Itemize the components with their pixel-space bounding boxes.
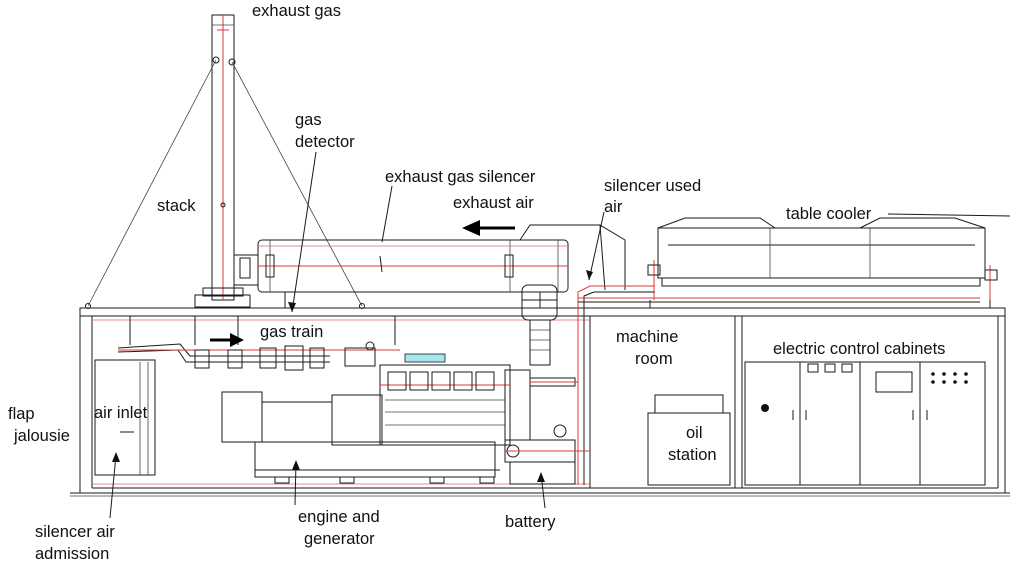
gas-train-arrow xyxy=(210,333,244,347)
table-cooler xyxy=(647,217,998,308)
label-machine-room-line1: machine xyxy=(616,328,679,346)
label-silencer-air-admission-line2: admission xyxy=(35,545,110,563)
exhaust-gas-silencer xyxy=(257,224,626,308)
label-gas-detector-line2: detector xyxy=(295,133,355,151)
engine-and-generator xyxy=(221,364,590,485)
label-flap-jalousie-line1: flap xyxy=(8,405,35,423)
label-oil-station-line2: station xyxy=(668,446,717,464)
label-exhaust-gas-silencer: exhaust gas silencer xyxy=(385,168,536,186)
label-silencer-air-admission-line1: silencer air xyxy=(35,523,115,541)
electric-control-cabinets xyxy=(744,361,986,486)
label-silencer-used-line2: air xyxy=(604,198,623,216)
label-silencer-used-line1: silencer used xyxy=(604,177,702,195)
label-exhaust-gas: exhaust gas xyxy=(252,2,341,20)
label-oil-station-line1: oil xyxy=(686,424,703,442)
label-gas-train: gas train xyxy=(260,323,324,341)
air-inlet-jalousie xyxy=(94,359,156,476)
leader-lines xyxy=(109,151,1011,519)
label-machine-room-line2: room xyxy=(635,350,673,368)
label-stack: stack xyxy=(157,197,196,215)
gas-train xyxy=(117,316,446,371)
exhaust-air-arrow xyxy=(462,220,515,236)
container-enclosure xyxy=(70,307,1010,497)
label-engine-generator-line1: engine and xyxy=(298,508,380,526)
label-battery: battery xyxy=(505,513,556,531)
label-gas-detector-line1: gas xyxy=(295,111,322,129)
label-electric-control-cabinets: electric control cabinets xyxy=(773,340,946,358)
label-engine-generator-line2: generator xyxy=(304,530,375,548)
stack xyxy=(85,14,365,309)
silencer-used-air-duct xyxy=(521,284,980,485)
label-exhaust-air: exhaust air xyxy=(453,194,534,212)
label-air-inlet: air inlet xyxy=(94,404,148,422)
oil-station xyxy=(647,394,731,486)
label-flap-jalousie-line2: jalousie xyxy=(14,427,70,445)
label-table-cooler: table cooler xyxy=(786,205,872,223)
